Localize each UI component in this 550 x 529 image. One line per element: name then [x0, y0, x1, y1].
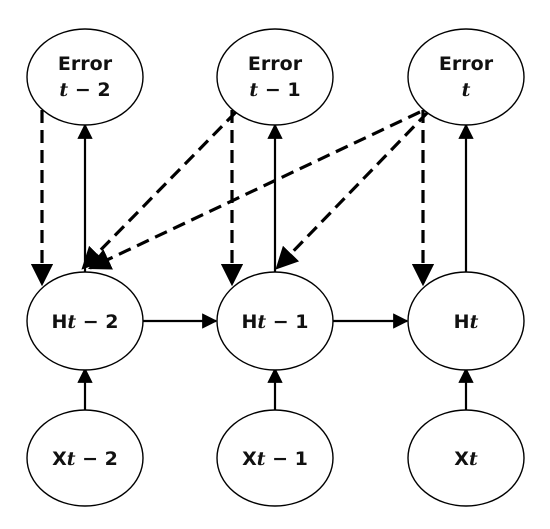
node-label: Error	[248, 53, 303, 75]
node-label: Xt − 1	[242, 448, 308, 470]
node-x-t-minus-1: Xt − 1	[216, 409, 334, 507]
node-label: Error	[58, 53, 113, 75]
node-error-t: Error t	[407, 28, 525, 126]
node-label: Ht	[454, 311, 479, 333]
node-h-t-minus-2: Ht − 2	[26, 271, 144, 371]
node-h-t-minus-1: Ht − 1	[216, 271, 334, 371]
node-error-t-minus-2: Error t − 2	[26, 28, 144, 126]
node-label: Error	[439, 53, 494, 75]
node-h-t: Ht	[407, 271, 525, 371]
edge-error_t1-to-h_t2	[81, 110, 238, 270]
node-x-t-minus-2: Xt − 2	[26, 409, 144, 507]
node-sublabel: t − 2	[59, 79, 110, 101]
node-sublabel: t	[462, 79, 471, 101]
node-x-t: Xt	[407, 409, 525, 507]
edge-error_t-to-h_t2	[87, 110, 421, 270]
node-label: Ht − 2	[51, 311, 118, 333]
node-sublabel: t − 1	[249, 79, 300, 101]
edge-error_t-to-h_t1	[275, 110, 430, 270]
node-label: Ht − 1	[241, 311, 308, 333]
node-error-t-minus-1: Error t − 1	[216, 28, 334, 126]
node-label: Xt	[454, 448, 478, 470]
node-label: Xt − 2	[52, 448, 118, 470]
